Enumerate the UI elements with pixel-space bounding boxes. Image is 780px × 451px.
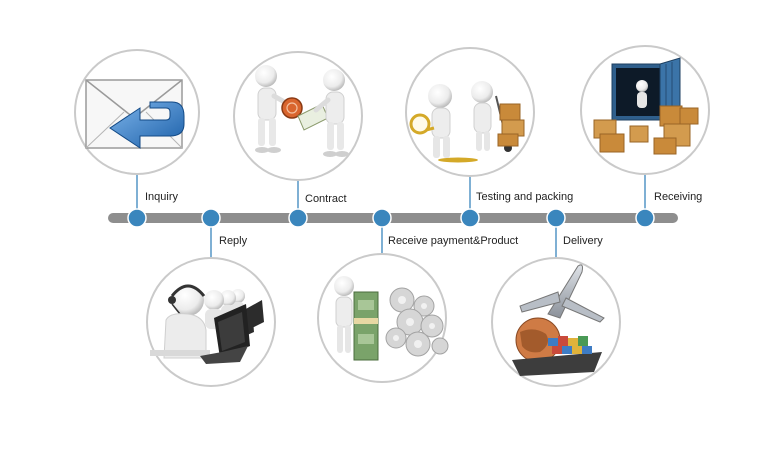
label-testing-packing: Testing and packing — [476, 191, 574, 203]
call-center-operators-icon — [146, 257, 276, 387]
label-contract: Contract — [305, 193, 347, 205]
node-reply — [201, 208, 221, 228]
node-contract — [288, 208, 308, 228]
node-testing — [460, 208, 480, 228]
label-receiving: Receiving — [654, 191, 703, 203]
node-delivery — [546, 208, 566, 228]
plane-globe-ship-icon — [491, 257, 621, 387]
money-gears-icon — [317, 253, 449, 383]
label-receive-payment: Receive payment&Product — [388, 235, 519, 247]
label-reply: Reply — [219, 235, 248, 247]
node-payment — [372, 208, 392, 228]
node-receiving — [635, 208, 655, 228]
label-inquiry: Inquiry — [145, 191, 179, 203]
handshake-contract-icon — [233, 51, 363, 181]
timeline-bar — [108, 213, 678, 223]
envelope-reply-icon — [74, 49, 200, 175]
magnifier-boxes-icon — [405, 47, 535, 177]
label-delivery: Delivery — [563, 235, 603, 247]
container-boxes-icon — [580, 45, 710, 175]
timeline-nodes — [127, 208, 655, 228]
node-inquiry — [127, 208, 147, 228]
